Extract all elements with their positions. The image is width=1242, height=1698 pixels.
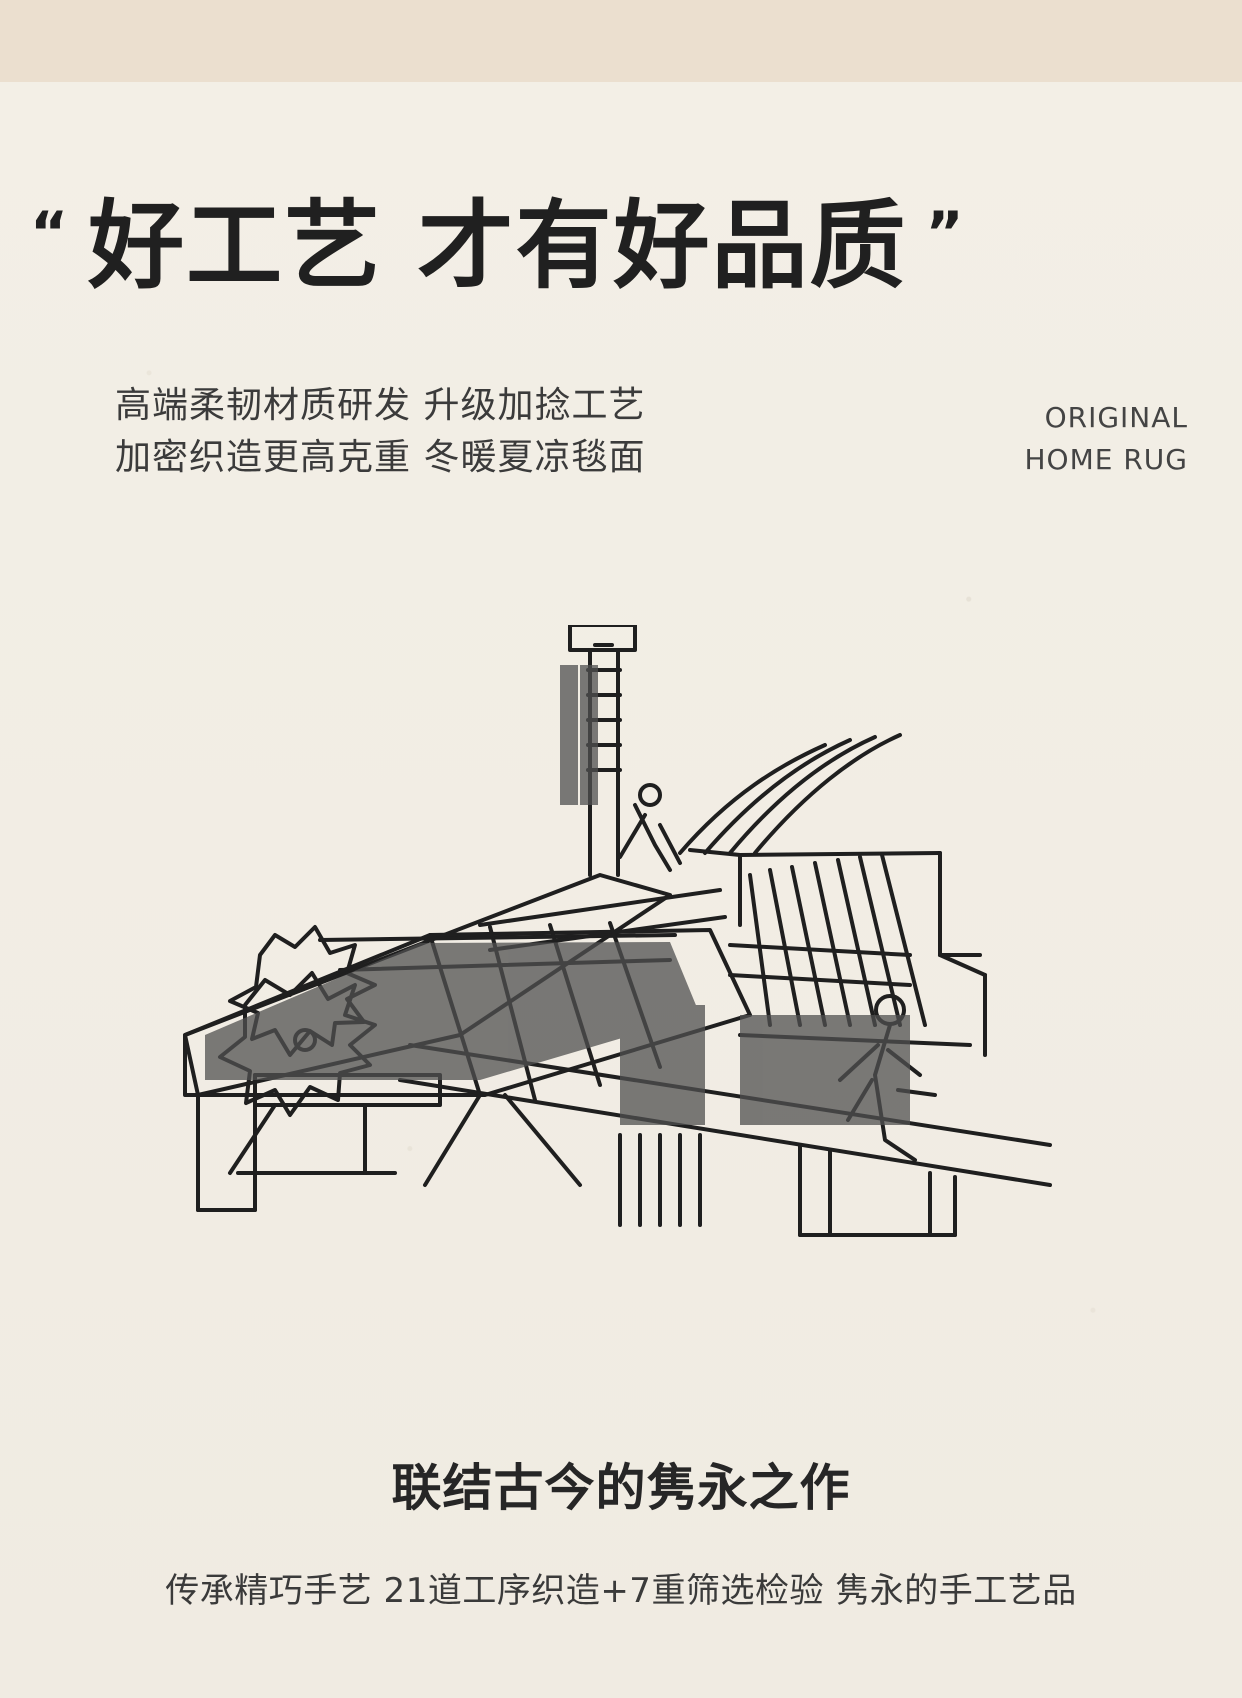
headline: “ 好工艺 才有好品质 ” bbox=[30, 198, 980, 308]
headline-text: 好工艺 才有好品质 bbox=[88, 190, 908, 302]
top-band bbox=[0, 0, 1242, 82]
close-quote: ” bbox=[925, 199, 966, 267]
brand-line-2: HOME RUG bbox=[1024, 443, 1188, 476]
feature-line-2: 加密织造更高克重 冬暖夏凉毯面 bbox=[115, 437, 646, 478]
caption-title: 联结古今的隽永之作 bbox=[391, 1459, 851, 1517]
feature-line-1: 高端柔韧材质研发 升级加捻工艺 bbox=[115, 385, 646, 426]
caption-description: 传承精巧手艺 21道工序织造+7重筛选检验 隽永的手工艺品 bbox=[165, 1571, 1077, 1611]
traditional-loom-illustration bbox=[183, 625, 1052, 1237]
brand-line-1: ORIGINAL bbox=[1044, 401, 1188, 434]
open-quote: “ bbox=[30, 199, 71, 267]
paper-background bbox=[0, 82, 1242, 1698]
